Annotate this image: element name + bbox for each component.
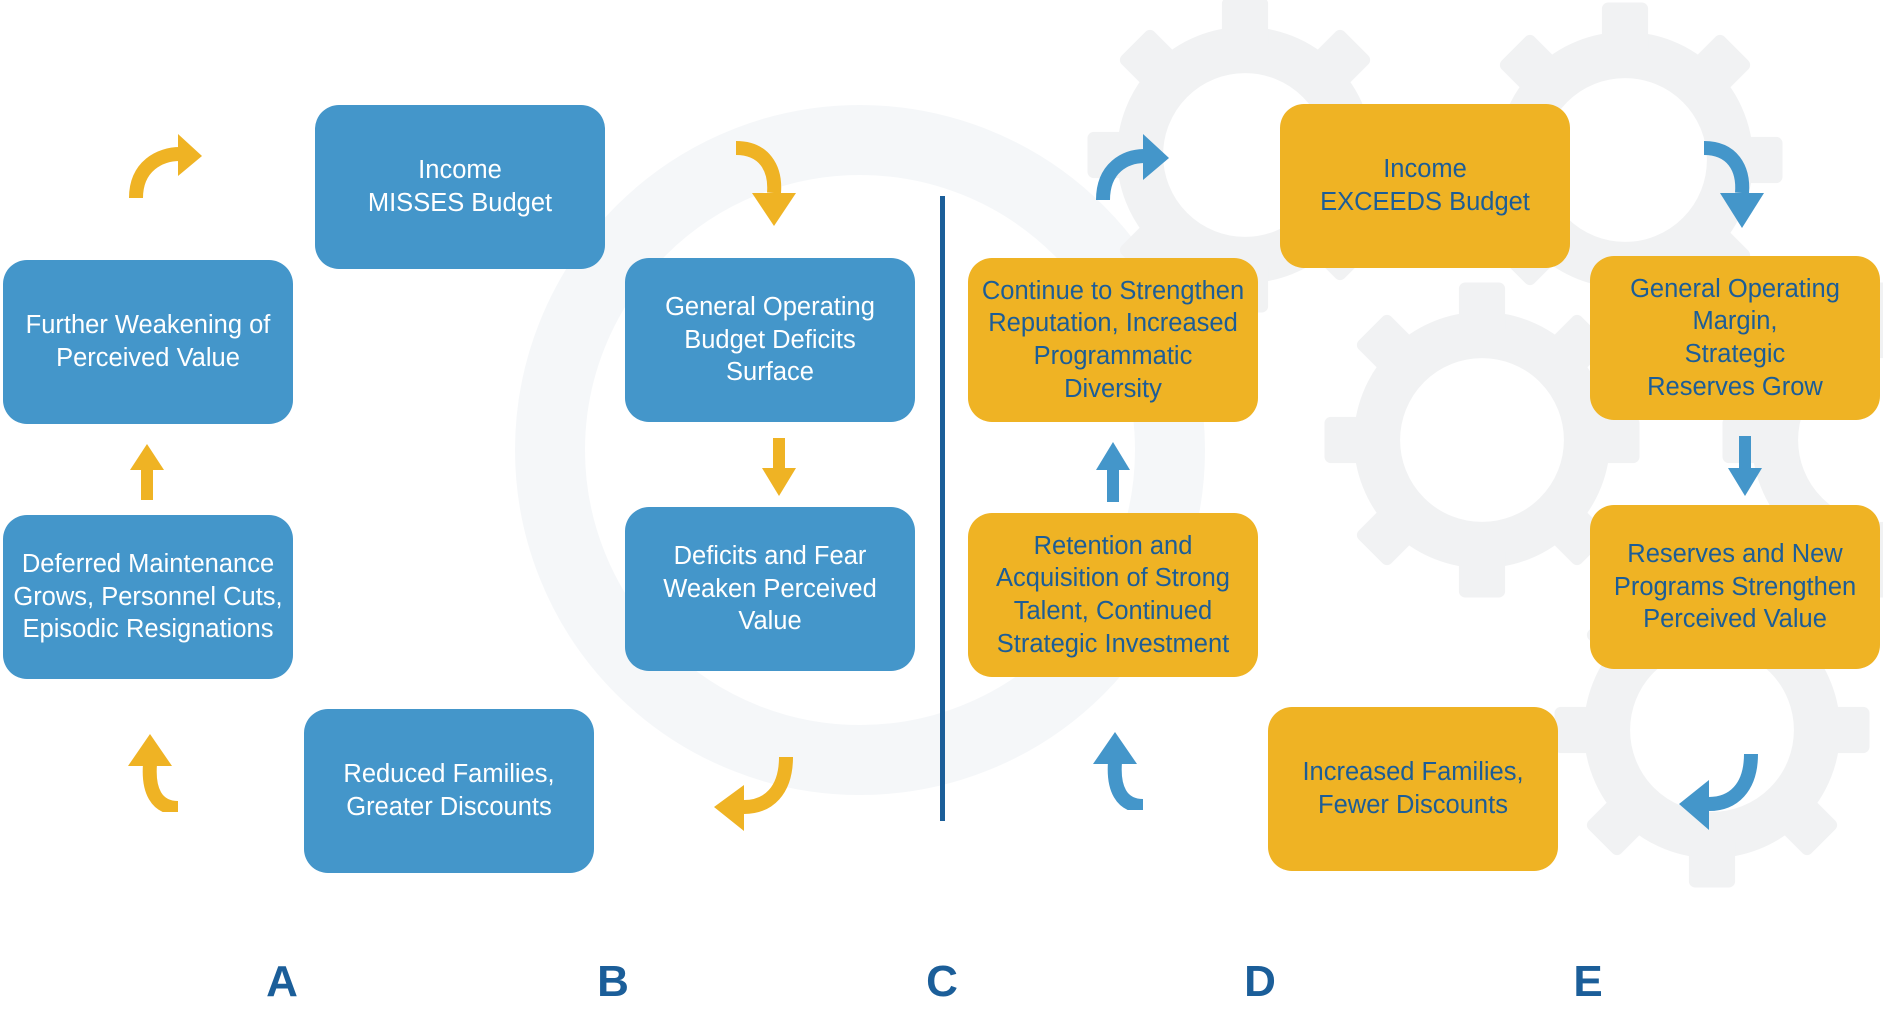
- column-letter-e: E: [1573, 957, 1603, 1006]
- further-weakening-box: Further Weakening of Perceived Value: [3, 260, 293, 424]
- curved-arrow-icon: [1096, 134, 1169, 201]
- weaken-perceived-value-box: Deficits and Fear Weaken Perceived Value: [625, 507, 915, 671]
- up-arrow-icon: [1096, 442, 1130, 502]
- curved-arrow-icon: [1093, 732, 1144, 810]
- margin-reserves-grow-box: General Operating Margin, Strategic Rese…: [1590, 256, 1880, 420]
- retention-talent-box: Retention and Acquisition of Strong Tale…: [968, 513, 1258, 677]
- column-letter-d: D: [1244, 957, 1276, 1006]
- budget-deficits-surface-box: General Operating Budget Deficits Surfac…: [625, 258, 915, 422]
- up-arrow-icon: [130, 444, 164, 500]
- curved-arrow-icon: [714, 756, 793, 831]
- income-misses-budget-box: Income MISSES Budget: [315, 105, 605, 269]
- background-circle: [515, 105, 1205, 795]
- column-letter-b: B: [597, 957, 629, 1006]
- down-arrow-icon: [1728, 436, 1762, 496]
- income-exceeds-budget-box: Income EXCEEDS Budget: [1280, 104, 1570, 268]
- strengthen-reputation-box: Continue to Strengthen Reputation, Incre…: [968, 258, 1258, 422]
- curved-arrow-icon: [128, 734, 179, 812]
- down-arrow-icon: [762, 438, 796, 496]
- reserves-programs-box: Reserves and New Programs Strengthen Per…: [1590, 505, 1880, 669]
- column-letter-c: C: [926, 957, 958, 1006]
- curved-arrow-icon: [735, 141, 796, 226]
- reduced-families-box: Reduced Families, Greater Discounts: [304, 709, 594, 873]
- column-letter-a: A: [266, 957, 298, 1006]
- increased-families-box: Increased Families, Fewer Discounts: [1268, 707, 1558, 871]
- curved-arrow-icon: [1703, 141, 1764, 228]
- curved-arrow-icon: [1679, 753, 1758, 830]
- curved-arrow-icon: [129, 134, 202, 199]
- cycle-divider: [940, 196, 945, 821]
- deferred-maintenance-box: Deferred Maintenance Grows, Personnel Cu…: [3, 515, 293, 679]
